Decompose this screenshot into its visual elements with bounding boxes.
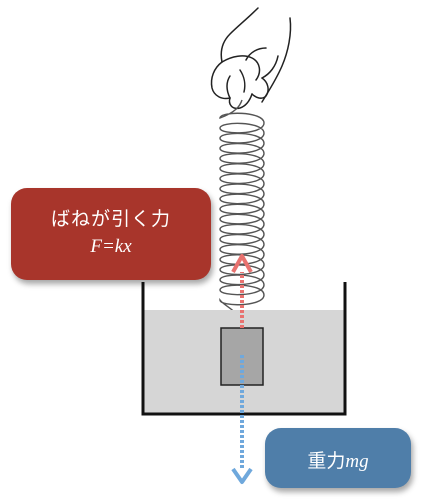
spring-force-callout: ばねが引く力 F=kx (11, 188, 211, 280)
tank (141, 282, 347, 416)
spring-force-arrowhead (231, 254, 253, 273)
spring-coil-icon (219, 99, 265, 329)
gravity-formula: mg (345, 451, 369, 472)
gravity-callout: 重力mg (265, 428, 411, 488)
gravity-arrowhead (231, 467, 253, 484)
spring-force-formula: F=kx (90, 236, 132, 257)
gravity-label: 重力mg (265, 446, 411, 473)
spring-coil (219, 99, 265, 329)
gravity-title: 重力 (307, 450, 346, 472)
spring-force-title: ばねが引く力 (50, 208, 171, 230)
hand-icon (210, 7, 292, 110)
